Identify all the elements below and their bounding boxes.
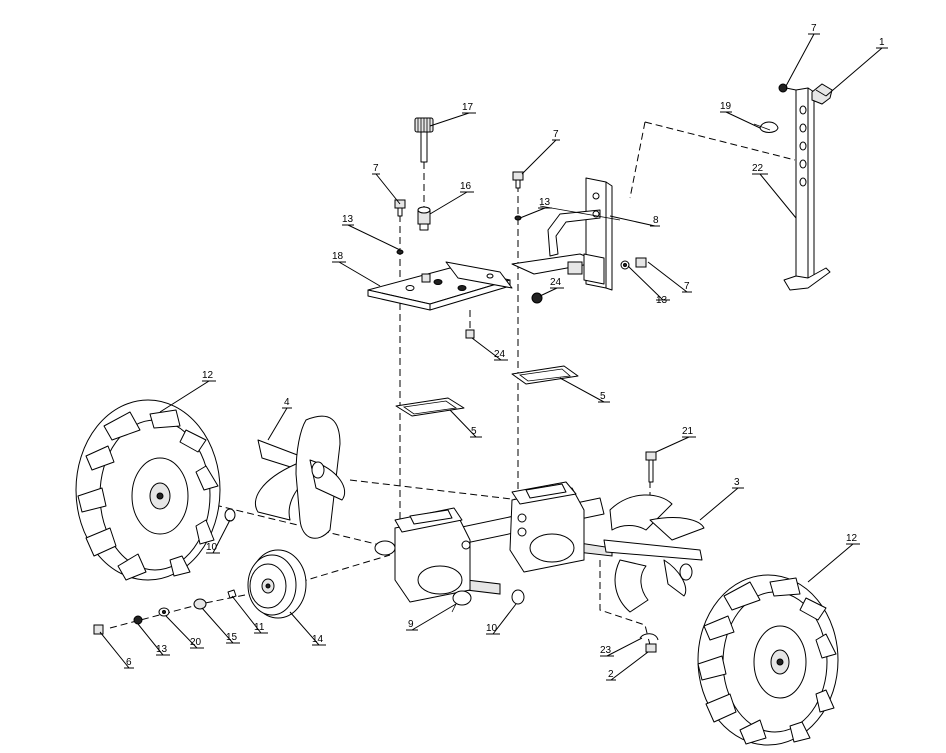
part-5-gasket-left [395,397,465,417]
callout-17: 17 [462,102,474,113]
callout-7: 7 [553,129,559,140]
callout-1: 1 [879,37,885,48]
callout-10: 10 [486,623,498,634]
callout-18: 18 [332,251,344,262]
callout-9: 9 [408,619,414,630]
callout-labels: 1 7 19 22 17 7 16 7 13 13 8 18 24 13 7 2… [126,23,885,680]
callout-13: 13 [656,295,668,306]
part-10-clip-right [511,589,525,605]
part-13-washer-bottom [133,615,143,625]
part-16-bushing [417,206,431,231]
part-2-nut [645,643,657,653]
callout-2: 2 [608,669,614,680]
part-5-gasket-right [511,365,579,385]
part-8-hitch-bracket [511,177,621,291]
callout-22: 22 [752,163,764,174]
callout-7: 7 [684,281,690,292]
callout-16: 16 [460,181,472,192]
callout-4: 4 [284,397,290,408]
part-14-pulley [247,549,307,619]
part-9-pin [451,590,472,613]
callout-5: 5 [471,426,477,437]
assembly-lines [109,121,796,646]
axle-assembly [374,481,613,603]
callout-7: 7 [373,163,379,174]
part-22-adjust-bar [783,87,831,291]
callout-12: 12 [202,370,214,381]
callout-8: 8 [653,215,659,226]
part-6-bolt [93,624,104,635]
part-4-tine-left [254,415,346,539]
callout-3: 3 [734,477,740,488]
part-7-bolt [778,83,797,93]
part-19-clip [753,121,779,133]
part-15-spacer [193,598,207,610]
part-13-washer-left [396,249,404,255]
callout-20: 20 [190,637,202,648]
part-12-wheel-left [75,399,221,581]
part-7-bolt-left [394,199,406,217]
callout-13: 13 [539,197,551,208]
callout-24: 24 [550,277,562,288]
callout-15: 15 [226,632,238,643]
callout-13: 13 [156,644,168,655]
callout-24: 24 [494,349,506,360]
part-13-washer-right [620,260,630,270]
part-24-nut-lower [465,329,475,339]
part-18-mount-plate [367,261,513,311]
callout-7: 7 [811,23,817,34]
callout-23: 23 [600,645,612,656]
callout-11: 11 [254,622,265,633]
part-1-knob [811,83,833,105]
part-7-bolt-mid [512,171,524,189]
part-24-nut-upper [531,292,543,304]
callout-5: 5 [600,391,606,402]
callout-14: 14 [312,634,324,645]
callout-13: 13 [342,214,354,225]
part-3-tine-right [603,494,705,613]
part-12-wheel-right [697,574,839,746]
part-11-key [227,589,237,599]
part-21-bolt [645,451,657,483]
part-20-washer [158,607,170,617]
callout-21: 21 [682,426,694,437]
part-7-bolt-right [635,257,647,268]
callout-10: 10 [206,542,218,553]
callout-12: 12 [846,533,858,544]
leader-lines [99,33,888,681]
callout-19: 19 [720,101,732,112]
part-23-clip [639,633,659,641]
part-17-knob [414,117,434,163]
part-10-clip-left [224,508,236,522]
callout-6: 6 [126,657,132,668]
